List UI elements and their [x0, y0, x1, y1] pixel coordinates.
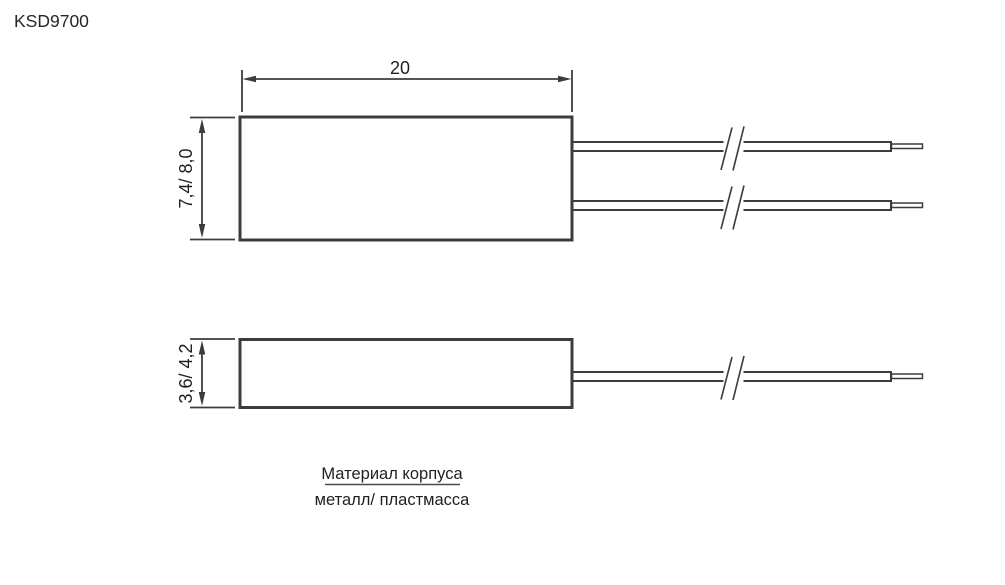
- material-note: Материал корпуса металл/ пластмасса: [315, 465, 471, 509]
- thermostat-body-top-view: [238, 115, 574, 242]
- wire-break-symbol: [720, 186, 733, 230]
- wire-break-symbol: [732, 185, 745, 230]
- wire-break-symbol: [720, 356, 733, 400]
- side-view: 3,6/ 4,2: [176, 338, 924, 409]
- arrow-left-icon: [242, 75, 256, 83]
- arrow-up-icon: [198, 340, 206, 355]
- wire-break-symbol: [732, 126, 745, 171]
- top-view-width-dimension: 20: [241, 58, 573, 112]
- height-dimension-label: 3,6/ 4,2: [176, 343, 196, 403]
- arrow-up-icon: [198, 119, 206, 133]
- wire-break-symbol: [720, 127, 733, 171]
- material-note-title: Материал корпуса: [321, 465, 463, 483]
- wire-break-symbol: [732, 355, 745, 401]
- top-view-height-dimension: 7,4/ 8,0: [176, 116, 235, 241]
- arrow-down-icon: [198, 392, 206, 406]
- lead-wire-top: [571, 126, 924, 171]
- side-view-height-dimension: 3,6/ 4,2: [176, 338, 235, 409]
- wire-tip: [890, 143, 924, 150]
- top-view: 20 7,4/ 8,0: [176, 58, 924, 242]
- material-note-value: металл/ пластмасса: [315, 491, 471, 509]
- lead-wire-bottom: [571, 185, 924, 230]
- wire-tip: [890, 202, 924, 209]
- arrow-down-icon: [198, 224, 206, 238]
- height-dimension-label: 7,4/ 8,0: [176, 148, 196, 208]
- arrow-right-icon: [558, 75, 572, 83]
- width-dimension-label: 20: [390, 58, 410, 78]
- thermostat-body-side-view: [238, 338, 574, 409]
- lead-wire-side: [571, 355, 924, 401]
- wire-tip: [890, 373, 924, 380]
- part-number-title: KSD9700: [14, 11, 89, 31]
